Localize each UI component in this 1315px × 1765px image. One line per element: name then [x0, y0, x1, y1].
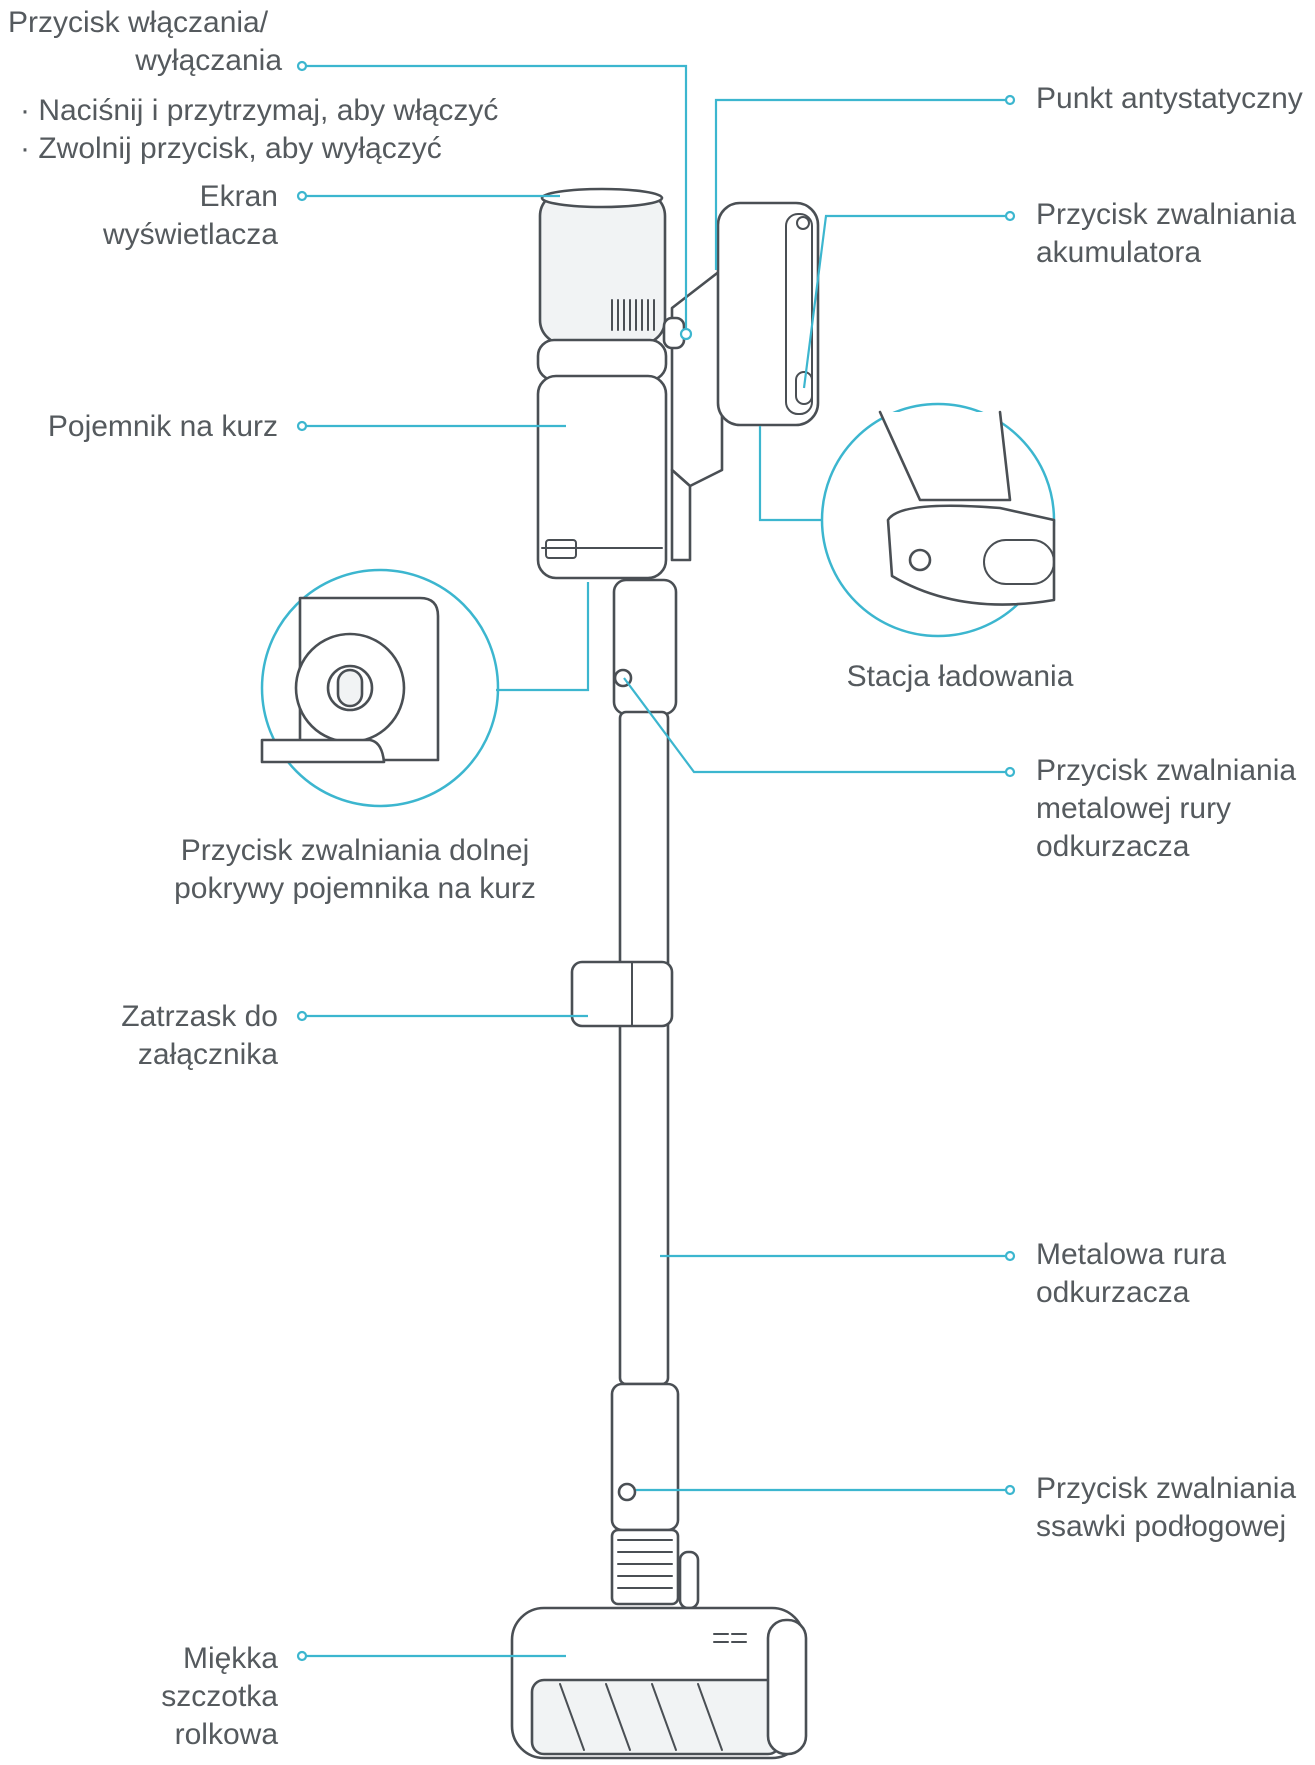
metal-tube-shape: [618, 710, 670, 1386]
roller-stripes: [559, 1683, 723, 1751]
label-display: Ekran wyświetlacza: [0, 178, 278, 254]
zoom-bubble-bin-cover: [260, 568, 500, 808]
floor-head-endcap: [766, 1618, 808, 1756]
label-display-line1: Ekran: [199, 180, 278, 213]
battery-latch: [795, 371, 813, 405]
label-charging-station-line1: Stacja ładowania: [846, 660, 1074, 693]
attachment-clip-shape: [570, 960, 674, 1028]
vent-grille: [611, 299, 655, 331]
label-power-button-line1: Przycisk włączania/: [8, 6, 269, 39]
filter-ring: [536, 338, 668, 382]
label-tube-release-line1: Przycisk zwalniania: [1036, 754, 1297, 787]
head-lights: [713, 1633, 747, 1643]
label-battery-release: Przycisk zwalniania akumulatora: [1036, 196, 1296, 272]
label-power-note-1: · Naciśnij i przytrzymaj, aby włączyć: [20, 94, 499, 127]
label-power-notes: · Naciśnij i przytrzymaj, aby włączyć · …: [20, 92, 498, 168]
vacuum-illustration: [510, 187, 820, 1760]
label-battery-release-line1: Przycisk zwalniania: [1036, 198, 1297, 231]
label-tube-release-line3: odkurzacza: [1036, 830, 1190, 863]
swivel-spring: [617, 1539, 673, 1589]
tube-connector: [612, 578, 678, 716]
label-power-button: Przycisk włączania/ wyłączania: [0, 4, 282, 80]
bin-latch: [545, 539, 577, 559]
zoom-bubble-charging: [820, 402, 1056, 638]
label-soft-roller: Miękka szczotka rolkowa: [0, 1640, 278, 1754]
label-battery-release-line2: akumulatora: [1036, 236, 1202, 269]
battery-release-dot: [796, 216, 810, 230]
roller-brush: [530, 1678, 782, 1756]
label-power-button-line2: wyłączania: [135, 44, 282, 77]
label-display-line2: wyświetlacza: [102, 218, 278, 251]
label-attachment-clip-line1: Zatrzask do: [121, 1000, 278, 1033]
label-antistatic-line1: Punkt antystatyczny: [1036, 82, 1303, 115]
label-soft-roller-line1: Miękka: [182, 1642, 278, 1675]
floor-head-release-button: [617, 1482, 637, 1502]
label-bin-cover-release-line1: Przycisk zwalniania dolnej: [180, 834, 530, 867]
label-tube-release-line2: metalowej rury: [1036, 792, 1232, 825]
label-dust-bin: Pojemnik na kurz: [0, 408, 278, 446]
label-metal-tube-line1: Metalowa rura: [1036, 1238, 1227, 1271]
dust-bin-body: [536, 374, 668, 580]
battery-pack-inner: [785, 213, 813, 415]
leader-lines: [296, 60, 1016, 1662]
label-metal-tube: Metalowa rura odkurzacza: [1036, 1236, 1226, 1312]
label-soft-roller-line3: rolkowa: [174, 1718, 278, 1751]
label-tube-release: Przycisk zwalniania metalowej rury odkur…: [1036, 752, 1296, 866]
label-floor-head-release: Przycisk zwalniania ssawki podłogowej: [1036, 1470, 1296, 1546]
battery-pack: [716, 201, 820, 427]
lower-connector: [610, 1382, 680, 1532]
handle-lower: [670, 468, 692, 562]
label-floor-head-release-line2: ssawki podłogowej: [1036, 1510, 1287, 1543]
label-attachment-clip: Zatrzask do załącznika: [0, 998, 278, 1074]
label-dust-bin-line1: Pojemnik na kurz: [47, 410, 278, 443]
swivel-neck: [610, 1528, 680, 1606]
display-screen: [540, 187, 664, 209]
motor-head: [538, 190, 667, 346]
label-power-note-2: · Zwolnij przycisk, aby wyłączyć: [20, 132, 442, 165]
label-charging-station: Stacja ładowania: [810, 658, 1110, 696]
label-bin-cover-release-line2: pokrywy pojemnika na kurz: [174, 872, 536, 905]
label-bin-cover-release: Przycisk zwalniania dolnej pokrywy pojem…: [150, 832, 560, 908]
swivel-hinge: [678, 1550, 700, 1610]
label-attachment-clip-line2: załącznika: [137, 1038, 278, 1071]
label-floor-head-release-line1: Przycisk zwalniania: [1036, 1472, 1297, 1505]
label-antistatic: Punkt antystatyczny: [1036, 80, 1303, 118]
label-soft-roller-line2: szczotka: [161, 1680, 278, 1713]
label-metal-tube-line2: odkurzacza: [1036, 1276, 1190, 1309]
